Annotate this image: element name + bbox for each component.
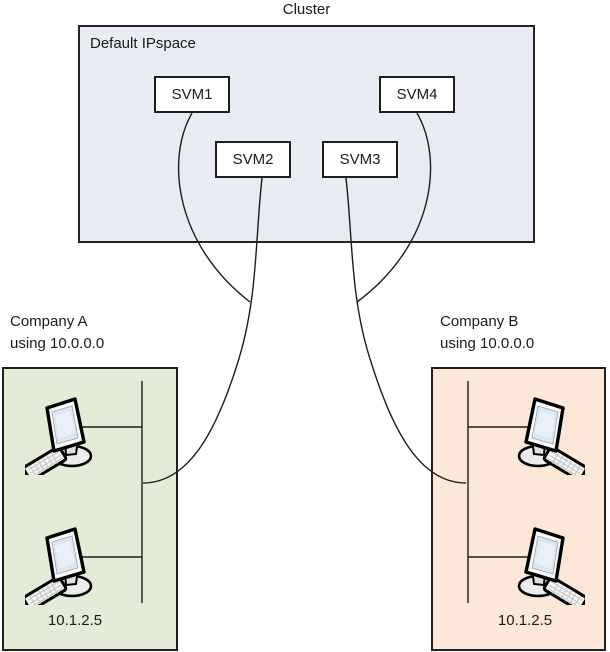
company-b-host-ip: 10.1.2.5 bbox=[497, 612, 553, 629]
computer-icon bbox=[25, 395, 105, 475]
svm1-node: SVM1 bbox=[154, 76, 230, 113]
svm2-node: SVM2 bbox=[215, 141, 291, 178]
computer-icon bbox=[505, 395, 585, 475]
company-a-name: Company A bbox=[10, 313, 88, 330]
company-a-host-ip: 10.1.2.5 bbox=[47, 612, 103, 629]
ipspace-label: Default IPspace bbox=[90, 35, 196, 52]
computer-icon bbox=[25, 525, 105, 605]
svm4-node: SVM4 bbox=[379, 76, 455, 113]
company-b-subnet: using 10.0.0.0 bbox=[440, 335, 535, 352]
company-a-label: Company A using 10.0.0.0 bbox=[10, 311, 104, 355]
company-b-label: Company B using 10.0.0.0 bbox=[440, 311, 534, 355]
computer-icon bbox=[505, 525, 585, 605]
diagram-title: Cluster bbox=[282, 1, 331, 18]
cluster-default-ipspace-box: Default IPspace bbox=[78, 25, 535, 243]
svm3-node: SVM3 bbox=[322, 141, 398, 178]
company-a-subnet: using 10.0.0.0 bbox=[10, 335, 105, 352]
company-b-name: Company B bbox=[440, 313, 519, 330]
